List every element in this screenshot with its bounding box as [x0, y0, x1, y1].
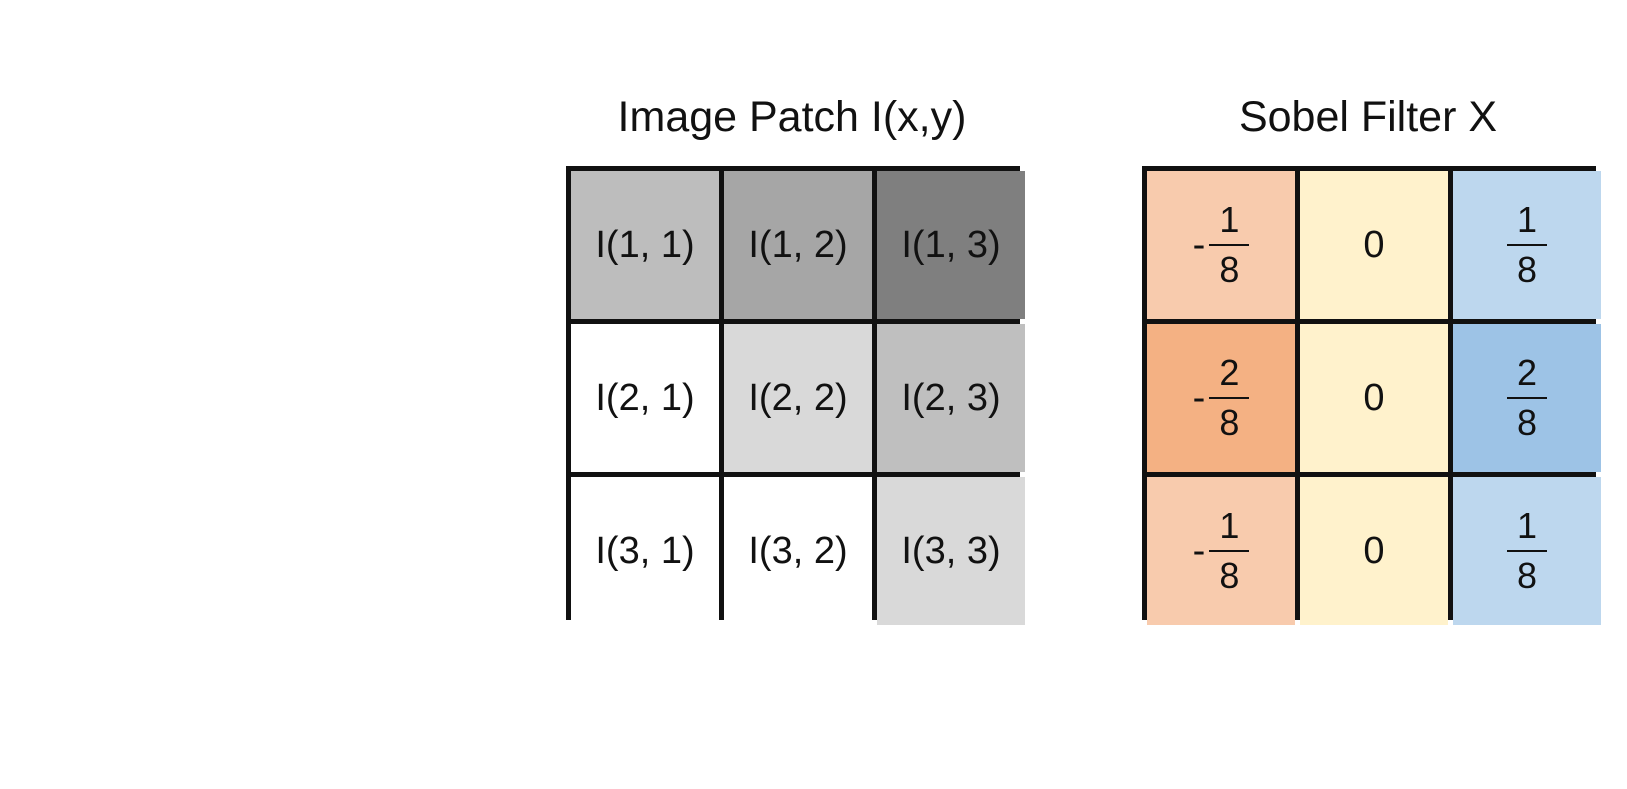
fraction-sign: -	[1192, 529, 1206, 572]
fraction-bar	[1507, 397, 1547, 399]
fraction-denominator: 8	[1219, 555, 1240, 596]
fraction-numerator: 1	[1219, 199, 1240, 240]
fraction-bar	[1507, 244, 1547, 246]
patch-cell: I(3, 3)	[877, 477, 1025, 625]
fraction-denominator: 8	[1219, 249, 1240, 290]
fraction-numerator: 1	[1516, 199, 1538, 240]
fraction: - 1 8	[1193, 508, 1250, 594]
image-patch-grid: I(1, 1) I(1, 2) I(1, 3) I(2, 1) I(2, 2) …	[566, 166, 1025, 625]
patch-cell: I(2, 3)	[877, 324, 1025, 472]
patch-cell: I(2, 2)	[724, 324, 872, 472]
patch-cell: I(3, 2)	[724, 477, 872, 625]
patch-cell: I(1, 2)	[724, 171, 872, 319]
patch-cell: I(2, 1)	[571, 324, 719, 472]
fraction-numerator: 1	[1219, 505, 1240, 546]
sobel-filter-title: Sobel Filter X	[1238, 93, 1498, 141]
filter-cell: 0	[1300, 171, 1448, 319]
fraction-bar	[1209, 244, 1250, 246]
fraction-numerator: 1	[1516, 505, 1538, 546]
image-patch-panel: Image Patch I(x,y) I(1, 1) I(1, 2) I(1, …	[566, 88, 1025, 625]
fraction: - 1 8	[1193, 202, 1250, 288]
fraction-denominator: 8	[1516, 402, 1538, 443]
filter-cell: 0	[1300, 477, 1448, 625]
image-patch-title: Image Patch I(x,y)	[617, 93, 967, 141]
fraction-numerator: 2	[1219, 352, 1240, 393]
fraction-denominator: 8	[1516, 249, 1538, 290]
patch-cell: I(1, 1)	[571, 171, 719, 319]
fraction-bar	[1209, 550, 1250, 552]
filter-cell: - 1 8	[1147, 171, 1295, 319]
patch-cell: I(1, 3)	[877, 171, 1025, 319]
fraction: - 2 8	[1193, 355, 1250, 441]
filter-cell: - 1 8	[1147, 477, 1295, 625]
filter-cell: - 2 8	[1147, 324, 1295, 472]
fraction-bar	[1209, 397, 1250, 399]
fraction-bar	[1507, 550, 1547, 552]
fraction-denominator: 8	[1219, 402, 1240, 443]
fraction-denominator: 8	[1516, 555, 1538, 596]
filter-cell: 0	[1300, 324, 1448, 472]
patch-cell: I(3, 1)	[571, 477, 719, 625]
fraction-numerator: 2	[1516, 352, 1538, 393]
fraction-sign: -	[1192, 223, 1206, 266]
fraction-sign: -	[1192, 376, 1206, 419]
